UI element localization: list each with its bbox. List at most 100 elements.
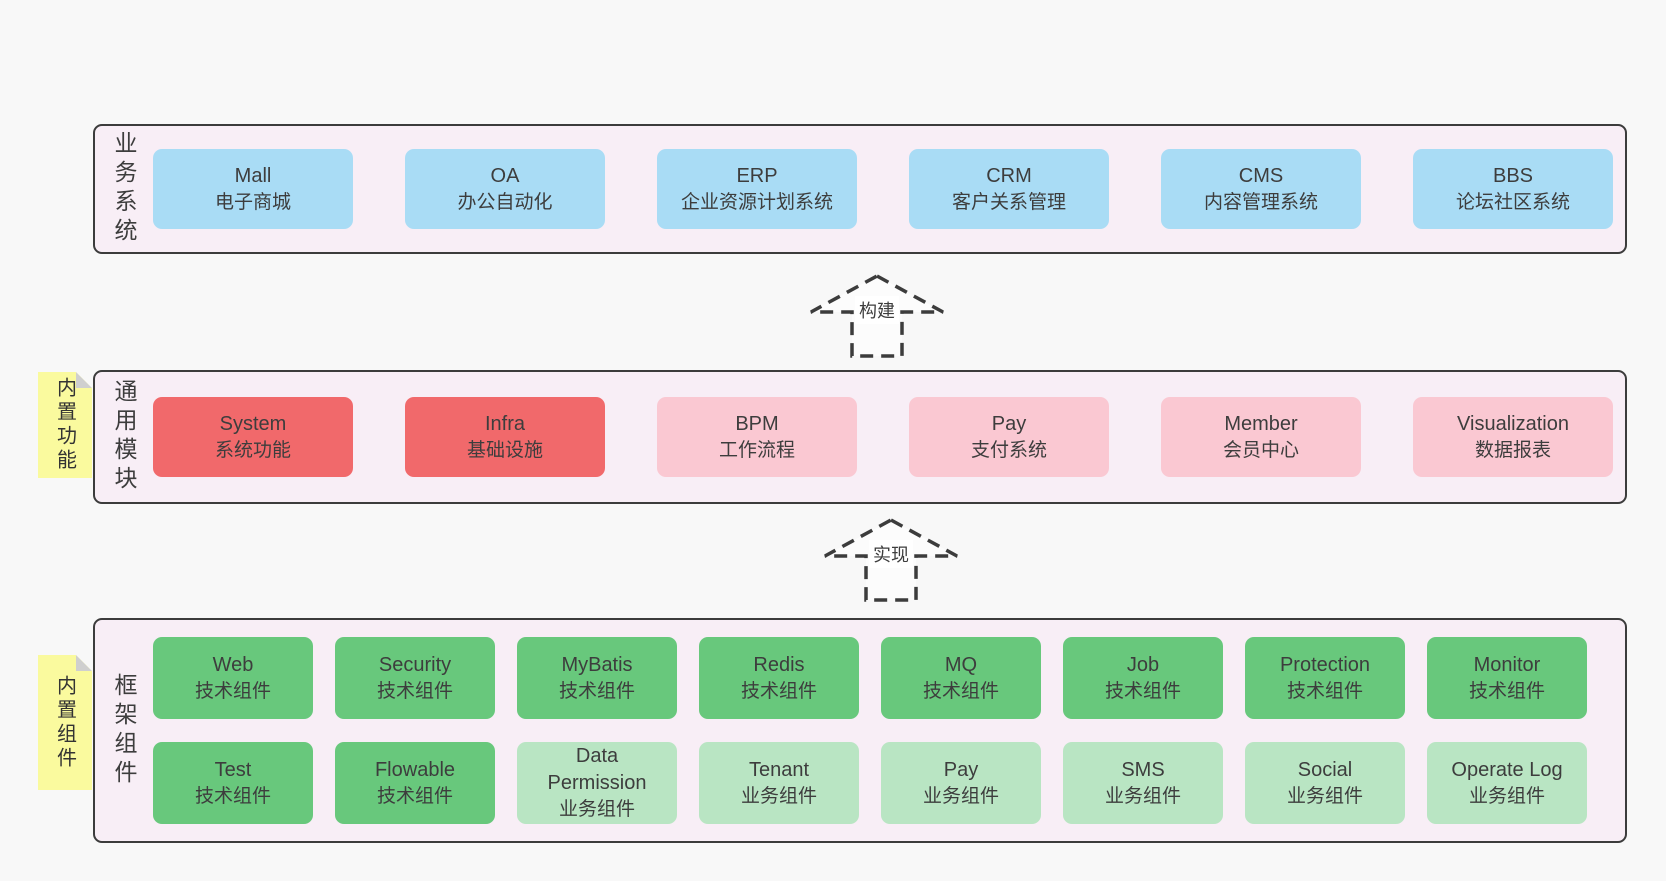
- box-title: BPM: [735, 412, 779, 435]
- sticky-note-text: 内置组件: [53, 674, 76, 771]
- box-subtitle: 数据报表: [1474, 439, 1551, 461]
- box-subtitle: 业务组件: [558, 799, 635, 821]
- module-box-mall: Mall 电子商城: [153, 149, 353, 229]
- module-box-member: Member 会员中心: [1161, 397, 1361, 477]
- box-subtitle: 技术组件: [376, 785, 453, 807]
- box-title: BBS: [1492, 164, 1534, 187]
- box-subtitle: 技术组件: [194, 785, 271, 807]
- box-title: Data Permission: [547, 745, 647, 795]
- box-subtitle: 技术组件: [1468, 680, 1545, 702]
- box-title: MQ: [944, 653, 978, 676]
- box-title: CMS: [1238, 164, 1284, 187]
- box-title: CRM: [986, 164, 1032, 187]
- box-subtitle: 技术组件: [1104, 680, 1181, 702]
- box-subtitle: 企业资源计划系统: [680, 191, 833, 213]
- sticky-note-built-in-components: 内置组件: [38, 655, 92, 790]
- module-box-test: Test 技术组件: [153, 742, 313, 824]
- box-subtitle: 办公自动化: [457, 191, 553, 213]
- arrow-implement-label: 实现: [869, 540, 913, 568]
- arrow-build: 构建: [807, 274, 947, 358]
- module-box-operate-log: Operate Log 业务组件: [1427, 742, 1587, 824]
- box-title: ERP: [736, 164, 778, 187]
- box-title: Test: [214, 758, 252, 781]
- layer-label-text: 业务系统: [111, 131, 137, 247]
- module-box-web: Web 技术组件: [153, 637, 313, 719]
- box-subtitle: 技术组件: [558, 680, 635, 702]
- box-title: MyBatis: [561, 653, 633, 676]
- box-subtitle: 技术组件: [194, 680, 271, 702]
- module-box-bpm: BPM 工作流程: [657, 397, 857, 477]
- box-subtitle: 系统功能: [214, 439, 291, 461]
- box-subtitle: 工作流程: [718, 439, 795, 461]
- module-box-sms: SMS 业务组件: [1063, 742, 1223, 824]
- box-title: Member: [1224, 412, 1298, 435]
- box-title: OA: [490, 164, 520, 187]
- folded-corner-icon: [76, 372, 92, 388]
- module-box-flowable: Flowable 技术组件: [335, 742, 495, 824]
- module-box-job: Job 技术组件: [1063, 637, 1223, 719]
- box-title: Pay: [991, 412, 1027, 435]
- module-box-pay: Pay 支付系统: [909, 397, 1109, 477]
- module-box-protection: Protection 技术组件: [1245, 637, 1405, 719]
- box-subtitle: 技术组件: [1286, 680, 1363, 702]
- box-subtitle: 论坛社区系统: [1455, 191, 1570, 213]
- module-box-data-permission: Data Permission 业务组件: [517, 742, 677, 824]
- box-subtitle: 基础设施: [466, 439, 543, 461]
- box-subtitle: 客户关系管理: [951, 191, 1066, 213]
- box-subtitle: 业务组件: [1286, 785, 1363, 807]
- box-subtitle: 技术组件: [922, 680, 999, 702]
- box-title: Web: [212, 653, 254, 676]
- layer-label-business-systems: 业务系统: [95, 126, 153, 252]
- layer-label-framework-components: 框架组件: [95, 620, 153, 841]
- layer-label-text: 框架组件: [111, 672, 137, 789]
- box-subtitle: 业务组件: [1468, 785, 1545, 807]
- arrow-build-label: 构建: [855, 296, 899, 324]
- module-box-redis: Redis 技术组件: [699, 637, 859, 719]
- arrow-implement: 实现: [821, 518, 961, 602]
- box-title: Pay: [943, 758, 979, 781]
- box-subtitle: 业务组件: [922, 785, 999, 807]
- module-box-mq: MQ 技术组件: [881, 637, 1041, 719]
- box-title: Operate Log: [1451, 758, 1563, 781]
- box-title: Job: [1126, 653, 1160, 676]
- box-title: Flowable: [374, 758, 456, 781]
- box-subtitle: 会员中心: [1222, 439, 1299, 461]
- module-box-tenant: Tenant 业务组件: [699, 742, 859, 824]
- box-title: Social: [1297, 758, 1353, 781]
- box-subtitle: 支付系统: [970, 439, 1047, 461]
- layer-label-text: 通用模块: [111, 379, 137, 495]
- box-subtitle: 业务组件: [740, 785, 817, 807]
- box-title: SMS: [1121, 758, 1165, 781]
- box-title: Mall: [234, 164, 272, 187]
- layer-business-systems: 业务系统 Mall 电子商城 OA 办公自动化 ERP 企业资源计划系统 CRM 客户关系管理…: [93, 124, 1627, 254]
- module-box-crm: CRM 客户关系管理: [909, 149, 1109, 229]
- box-title: Infra: [484, 412, 526, 435]
- module-box-visualization: Visualization 数据报表: [1413, 397, 1613, 477]
- box-subtitle: 技术组件: [740, 680, 817, 702]
- box-subtitle: 业务组件: [1104, 785, 1181, 807]
- box-title: Monitor: [1473, 653, 1541, 676]
- sticky-note-text: 内置功能: [53, 377, 76, 473]
- module-box-infra: Infra 基础设施: [405, 397, 605, 477]
- box-title: Tenant: [748, 758, 810, 781]
- module-box-oa: OA 办公自动化: [405, 149, 605, 229]
- module-box-monitor: Monitor 技术组件: [1427, 637, 1587, 719]
- box-subtitle: 电子商城: [214, 191, 291, 213]
- module-box-pay: Pay 业务组件: [881, 742, 1041, 824]
- box-subtitle: 技术组件: [376, 680, 453, 702]
- box-title: Redis: [753, 653, 805, 676]
- box-title: Protection: [1279, 653, 1371, 676]
- box-title: Visualization: [1457, 412, 1569, 435]
